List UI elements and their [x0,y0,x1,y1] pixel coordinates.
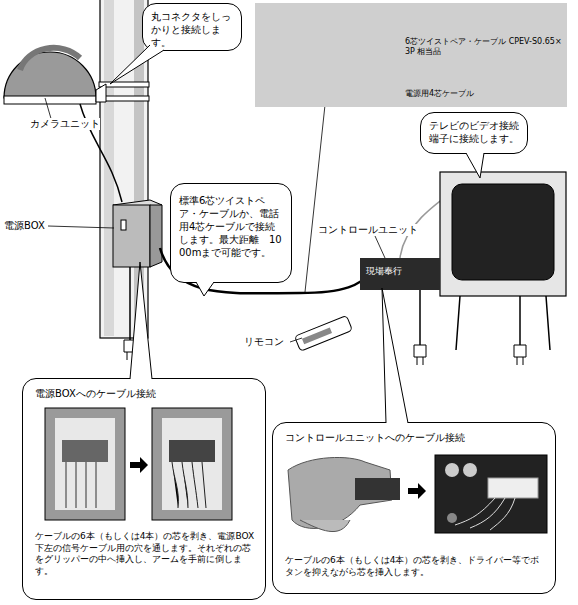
camera-unit [96,84,106,102]
television [519,296,521,345]
instruction-callout: 電源BOXへのケーブル接続ケーブルの6本（もしくは4本）の芯を剥き、電源BOX下… [22,378,266,600]
callout-text: テレビのビデオ接続端子に接続します。 [429,119,523,145]
television [452,184,554,280]
callout-text: 電源用4芯ケーブル [405,89,563,99]
callout-tail [196,282,214,296]
camera-unit [4,52,96,98]
callout-tail [382,288,408,423]
callout-tail [130,262,152,379]
control-unit: 現場奉行 [360,258,440,290]
camera-unit [4,48,122,202]
power-box [150,205,162,267]
callout-text: 現場奉行 [366,266,416,278]
camera-unit [20,48,80,70]
television [440,172,566,296]
pole [100,0,148,338]
television [440,172,566,365]
pole [104,0,114,336]
instruction-callout: コントロールユニットへのケーブル接続ケーブルの6本（もしくは4本）の芯を剥き、ド… [272,422,556,594]
camera-unit [4,96,96,104]
power-box [121,220,126,230]
callout-tail [130,262,152,379]
callout-text: 標準6芯ツイストペア・ケーブルか、電話用4芯ケーブルで接続します。最大距離 10… [179,194,285,259]
remote-control [302,328,332,345]
callout-text: 6芯ツイストペア・ケーブル CPEV-S0.65×3P 相当品 [405,37,563,58]
power-box [113,200,162,360]
callout-heading: 電源BOXへのケーブル接続 [35,387,255,400]
leader-lines [45,98,385,342]
callout-tail [196,282,214,296]
control-unit-cord [419,290,421,345]
leader-lines [290,338,302,342]
part-label: コントロールユニット [318,224,418,236]
control-unit-cord [414,290,426,365]
television [514,345,526,365]
callout-text: ケーブルの6本（もしくは4本）の芯を剥き、ドライバー等でボタンを抑えながら芯を挿… [285,555,547,578]
power-box [129,267,131,340]
signal-cable [160,105,372,293]
callout-heading: コントロールユニットへのケーブル接続 [285,431,545,444]
callout-tail [466,153,484,178]
signal-cable [305,105,325,292]
pole [99,0,149,338]
callout-bubble: 丸コネクタをしっかりと接続します。 [142,3,242,51]
remote-control [295,315,353,351]
callout-tail [466,153,484,178]
part-label: カメラユニット [30,118,100,130]
callout-bubble: 標準6芯ツイストペア・ケーブルか、電話用4芯ケーブルで接続します。最大距離 10… [170,183,292,283]
callout-text: ケーブルの6本（もしくは4本）の芯を剥き、電源BOX下左の信号ケーブル用の穴を通… [35,531,257,578]
pole [134,0,144,336]
part-label: リモコン [244,336,284,348]
callout-text: 丸コネクタをしっかりと接続します。 [151,10,237,49]
cable-photo: 6芯ツイストペア・ケーブル CPEV-S0.65×3P 相当品電源用4芯ケーブル [255,3,567,107]
television [456,296,550,350]
leader-lines [375,236,385,258]
control-unit-cord [414,345,426,365]
callout-bubble: テレビのビデオ接続端子に接続します。 [420,112,528,154]
remote-control [295,315,353,351]
leader-lines [48,226,114,228]
power-box [124,340,136,360]
power-box [113,205,150,267]
callout-tail [382,288,408,423]
part-label: 電源BOX [4,220,45,232]
